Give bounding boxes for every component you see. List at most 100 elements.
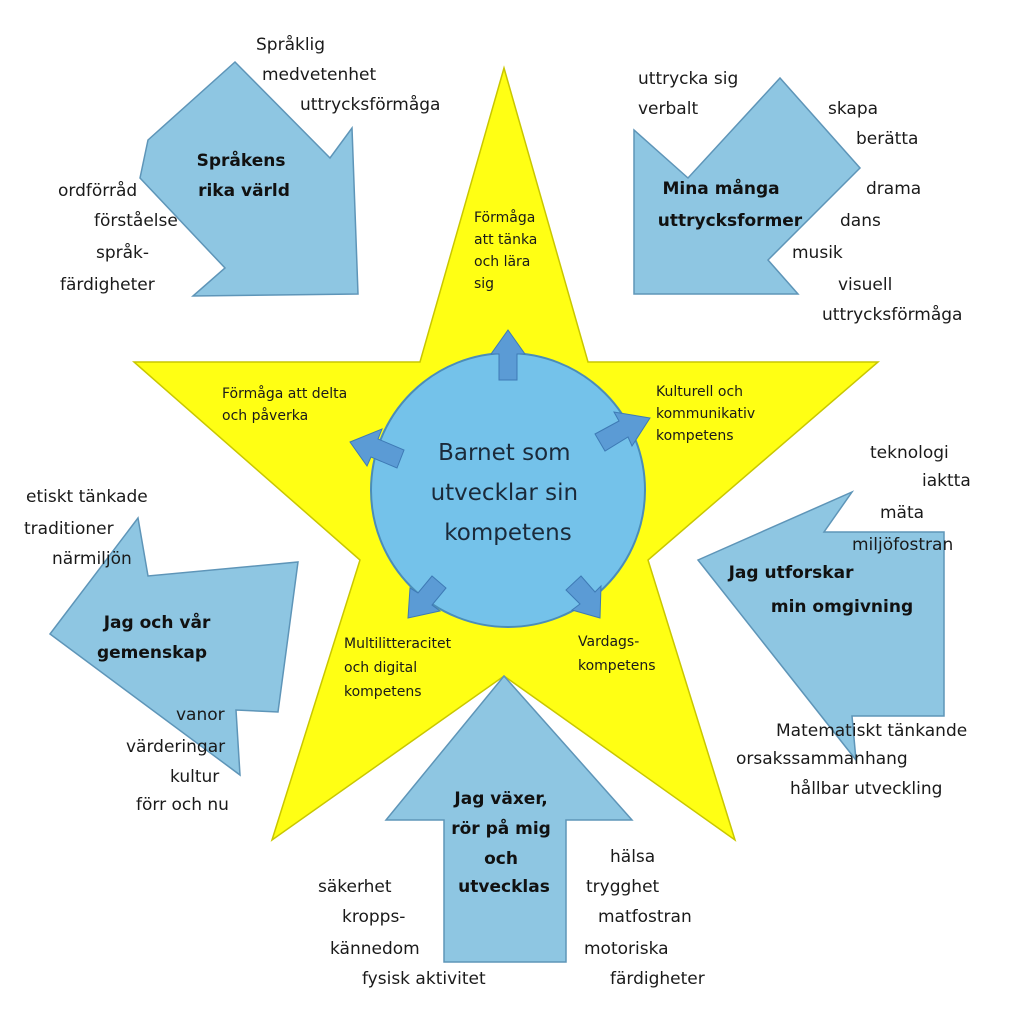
title-line: Jag och vår	[103, 611, 211, 633]
star-label-line: och lära	[474, 254, 530, 270]
words-vaxer-left: säkerhet kropps- kännedom fysisk aktivit…	[318, 877, 486, 989]
word: hållbar utveckling	[790, 778, 942, 799]
word: skapa	[828, 99, 878, 119]
word: hälsa	[610, 847, 655, 867]
word: fysisk aktivitet	[362, 969, 486, 989]
word: språk-	[96, 242, 149, 263]
star-label-upper-left: Förmåga att delta och påverka	[222, 385, 352, 424]
small-arrow-up	[490, 329, 526, 381]
word: visuell	[838, 275, 892, 295]
title-line: utvecklas	[458, 877, 550, 897]
star-label-top: Förmåga att tänka och lära sig	[474, 209, 542, 292]
star-label-line: kompetens	[578, 658, 656, 674]
star-label-line: Multilitteracitet	[344, 636, 452, 652]
word: miljöfostran	[852, 535, 953, 555]
word: vanor	[176, 705, 225, 725]
word: traditioner	[24, 519, 114, 539]
word: kropps-	[342, 907, 405, 927]
center-line-3: kompetens	[444, 520, 571, 546]
word: orsakssammanhang	[736, 749, 908, 769]
word: förr och nu	[136, 795, 229, 815]
title-line: rika värld	[198, 181, 290, 201]
word: drama	[866, 179, 921, 199]
word: verbalt	[638, 99, 698, 119]
title-line: och	[484, 849, 518, 869]
word: uttrycksförmåga	[300, 94, 440, 115]
title-line: Språkens	[197, 149, 286, 171]
word: färdigheter	[610, 969, 705, 989]
words-uttrycksformer-top-left: uttrycka sig verbalt	[638, 69, 744, 119]
words-gemenskap-bottom: vanor värderingar kultur förr och nu	[126, 705, 231, 815]
words-sprakens-left: ordförråd förståelse språk- färdigheter	[58, 180, 183, 295]
word: dans	[840, 211, 881, 231]
arrow-sprakens-rika-varld	[139, 60, 359, 297]
center-line-1: Barnet som	[438, 440, 570, 466]
title-line: rör på mig	[451, 817, 551, 839]
word: trygghet	[586, 877, 660, 897]
word: värderingar	[126, 737, 225, 757]
word: ordförråd	[58, 180, 137, 201]
small-arrow-up-left	[349, 428, 405, 469]
word: Matematiskt tänkande	[776, 721, 967, 741]
words-vaxer-right: hälsa trygghet matfostran motoriska färd…	[584, 847, 705, 989]
center-line-2: utvecklar sin	[431, 480, 579, 506]
word: etiskt tänkade	[26, 487, 148, 507]
small-arrow-down-right	[565, 575, 602, 619]
title-jag-och-var-gemenskap: Jag och vår gemenskap	[97, 611, 216, 663]
star-label-line: kompetens	[344, 684, 422, 700]
word: närmiljön	[52, 549, 132, 569]
star-label-line: att tänka	[474, 232, 537, 248]
word: kultur	[170, 767, 219, 787]
star-label-line: Vardags-	[578, 634, 639, 650]
word: Språklig	[256, 34, 325, 55]
title-sprakens-rika-varld: Språkens rika värld	[197, 149, 292, 201]
title-jag-vaxer: Jag växer, rör på mig och utvecklas	[451, 789, 557, 897]
star-label-line: Förmåga	[474, 209, 535, 226]
word: iaktta	[922, 471, 971, 491]
arrow-jag-vaxer	[384, 674, 634, 963]
word: säkerhet	[318, 877, 392, 897]
star-label-line: och påverka	[222, 407, 308, 424]
arrow-mina-manga-uttrycksformer	[633, 76, 862, 295]
word: matfostran	[598, 907, 692, 927]
words-gemenskap-top: etiskt tänkade traditioner närmiljön	[24, 487, 153, 569]
word: uttrycka sig	[638, 69, 738, 89]
word: berätta	[856, 129, 918, 149]
word: motoriska	[584, 939, 669, 959]
words-sprakens-top: Språklig medvetenhet uttrycksförmåga	[256, 34, 440, 115]
star-label-lower-left: Multilitteracitet och digital kompetens	[344, 636, 456, 700]
small-arrow-up-right	[594, 411, 651, 452]
word: uttrycksförmåga	[822, 304, 962, 325]
star-label-line: kommunikativ	[656, 406, 755, 422]
title-line: uttrycksformer	[658, 211, 803, 231]
star-label-lower-right: Vardags- kompetens	[578, 634, 656, 674]
word: musik	[792, 243, 843, 263]
word: medvetenhet	[262, 65, 376, 85]
words-uttrycksformer-right: skapa berätta drama dans musik visuell u…	[792, 99, 962, 325]
word: förståelse	[94, 210, 178, 231]
star-label-line: sig	[474, 276, 494, 292]
title-line: gemenskap	[97, 643, 207, 663]
star-label-line: och digital	[344, 660, 417, 676]
title-mina-manga-uttrycksformer: Mina många uttrycksformer	[658, 177, 803, 231]
words-utforskar-bottom: Matematiskt tänkande orsakssammanhang hå…	[736, 721, 973, 799]
words-utforskar-top: teknologi iaktta mäta miljöfostran	[852, 443, 976, 555]
title-line: Jag växer,	[453, 789, 547, 809]
title-jag-utforskar-min-omgivning: Jag utforskar min omgivning	[728, 563, 914, 617]
title-line: min omgivning	[771, 597, 913, 617]
word: färdigheter	[60, 275, 155, 295]
arrow-jag-utforskar-min-omgivning	[696, 490, 945, 763]
word: mäta	[880, 503, 924, 523]
star-label-line: kompetens	[656, 428, 734, 444]
word: kännedom	[330, 939, 420, 959]
word: teknologi	[870, 443, 949, 463]
star-label-line: Förmåga att delta	[222, 385, 347, 402]
title-line: Mina många	[662, 177, 779, 199]
star-label-upper-right: Kulturell och kommunikativ kompetens	[656, 384, 760, 444]
center-label: Barnet som utvecklar sin kompetens	[431, 440, 586, 546]
small-arrow-down-left	[407, 575, 447, 619]
star-label-line: Kulturell och	[656, 384, 743, 400]
arrow-jag-och-var-gemenskap	[48, 516, 299, 777]
title-line: Jag utforskar	[728, 563, 854, 583]
